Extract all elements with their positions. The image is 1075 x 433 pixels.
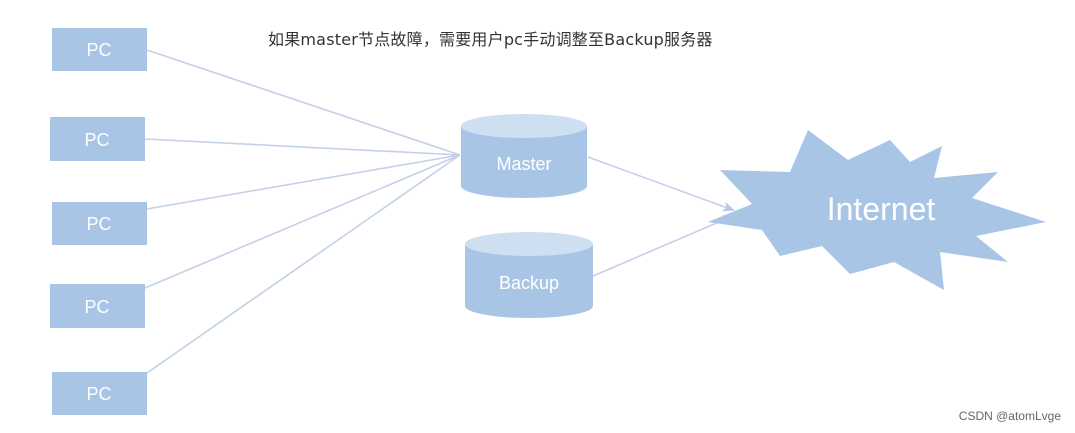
pc-box [50, 284, 145, 328]
pc-node-5: PC [52, 372, 147, 415]
connector-master-internet [587, 156, 735, 212]
pc-label: PC [84, 297, 109, 317]
internet-cloud: Internet [708, 130, 1046, 290]
pc-label: PC [86, 40, 111, 60]
pc-label: PC [86, 384, 111, 404]
csdn-watermark: CSDN @atomLvge [958, 409, 1061, 423]
master-label: Master [496, 154, 551, 174]
master-cylinder-top [461, 114, 587, 138]
pc-box [52, 202, 147, 245]
master-cylinder-body [461, 126, 587, 198]
diagram-caption: 如果master节点故障，需要用户pc手动调整至Backup服务器 [268, 30, 713, 49]
master-server: Master [461, 114, 587, 198]
connector-pc-5-master [146, 154, 461, 374]
pc-box [52, 372, 147, 415]
pc-to-master-connectors [144, 49, 461, 374]
backup-server: Backup [465, 232, 593, 318]
pc-box [52, 28, 147, 71]
connector-pc-2-master [144, 138, 461, 156]
pc-node-4: PC [50, 284, 145, 328]
connector-backup-internet [592, 215, 735, 277]
pc-node-2: PC [50, 117, 145, 161]
pc-box [50, 117, 145, 161]
backup-cylinder-top [465, 232, 593, 256]
pc-label: PC [86, 214, 111, 234]
connector-pc-1-master [146, 49, 461, 156]
server-to-internet-connectors [587, 156, 735, 277]
pc-node-3: PC [52, 202, 147, 245]
pc-node-1: PC [52, 28, 147, 71]
internet-starburst-shape [708, 130, 1046, 290]
connector-pc-4-master [144, 154, 461, 289]
connector-pc-3-master [146, 154, 461, 210]
backup-label: Backup [499, 273, 559, 293]
pc-label: PC [84, 130, 109, 150]
backup-cylinder-body [465, 244, 593, 318]
internet-label: Internet [827, 191, 936, 227]
